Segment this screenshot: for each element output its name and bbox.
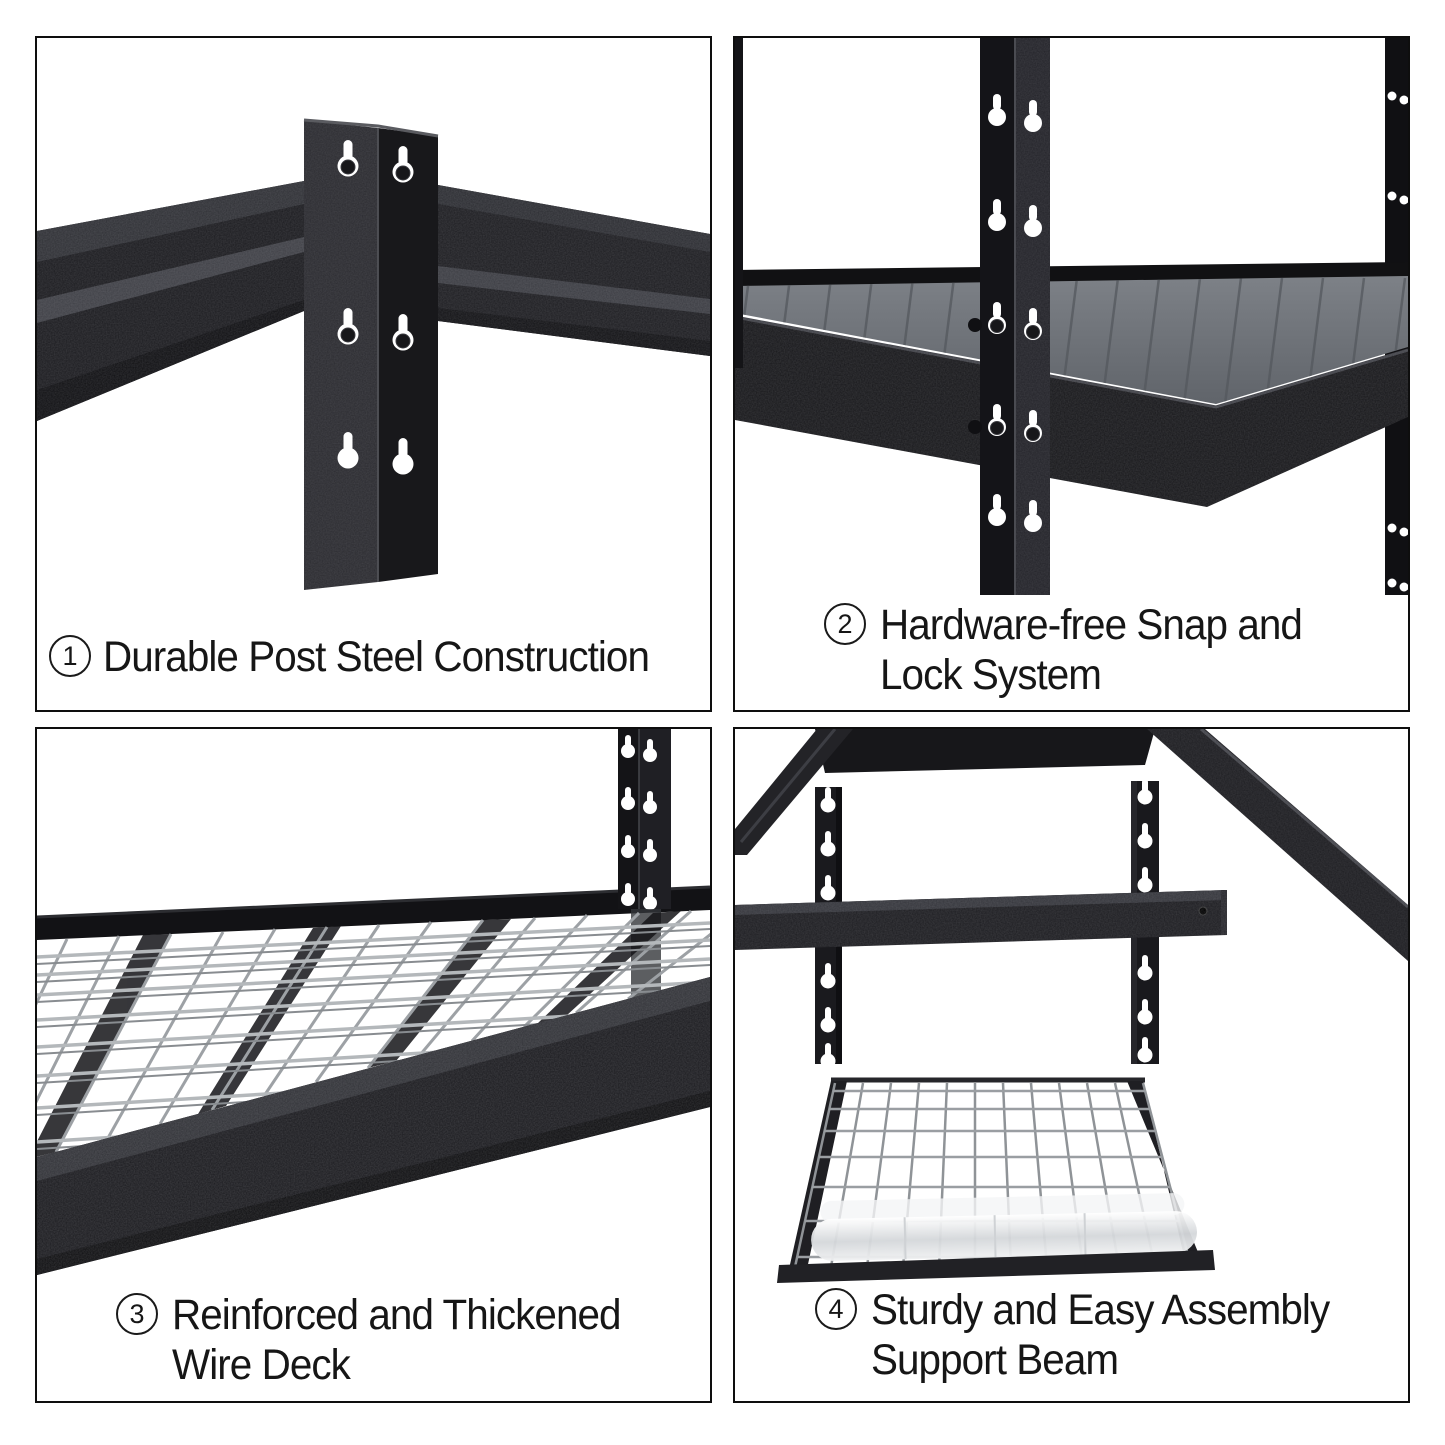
circled-number-1: 1 xyxy=(49,635,91,677)
feature-panel-support-beam: 4 Sturdy and Easy Assembly Support Beam xyxy=(733,727,1410,1403)
support-beam-photo xyxy=(735,729,1408,1283)
keyhole-slot-pair-middle xyxy=(337,308,414,351)
left-shelf-beam xyxy=(37,181,304,421)
front-beam xyxy=(37,977,710,1275)
steel-post-corner-photo xyxy=(37,118,710,590)
bolt-head xyxy=(968,318,982,332)
support-beam-illustration xyxy=(735,890,1227,950)
right-shelf-beam xyxy=(438,185,710,356)
keyhole-slot-pair-top xyxy=(337,140,414,183)
circled-number-4: 4 xyxy=(815,1288,857,1330)
feature-caption-4: 4 Sturdy and Easy Assembly Support Beam xyxy=(735,1285,1408,1385)
steel-post-illustration xyxy=(303,118,439,590)
left-edge-post xyxy=(735,38,743,368)
back-beam xyxy=(37,885,710,940)
foreground-post xyxy=(968,38,1050,595)
caption-line-1: Durable Post Steel Construction xyxy=(103,633,650,681)
upper-shelf-underside xyxy=(815,729,1155,773)
feature-caption-3: 3 Reinforced and Thickened Wire Deck xyxy=(37,1290,710,1390)
metallic-highlight xyxy=(811,1193,1198,1261)
caption-line-2: Lock System xyxy=(880,651,1102,699)
caption-line-1: Sturdy and Easy Assembly xyxy=(871,1286,1330,1334)
feature-panel-snap-lock: 2 Hardware-free Snap and Lock System xyxy=(733,36,1410,712)
lower-wire-deck xyxy=(777,1077,1215,1283)
feature-caption-1: 1 Durable Post Steel Construction xyxy=(37,632,710,682)
caption-line-2: Support Beam xyxy=(871,1336,1119,1384)
feature-caption-2: 2 Hardware-free Snap and Lock System xyxy=(735,600,1408,700)
left-diagonal-beam xyxy=(735,729,853,855)
caption-line-2: Wire Deck xyxy=(172,1341,351,1389)
feature-panel-wire-deck: 3 Reinforced and Thickened Wire Deck xyxy=(35,727,712,1403)
caption-line-1: Hardware-free Snap and xyxy=(880,601,1303,649)
keyhole-slots xyxy=(988,94,1042,532)
caption-line-1: Reinforced and Thickened xyxy=(172,1291,622,1339)
wire-deck-photo xyxy=(37,729,710,1275)
keyhole-slots xyxy=(621,735,657,910)
feature-panel-durable-post: 1 Durable Post Steel Construction xyxy=(35,36,712,712)
circled-number-3: 3 xyxy=(116,1293,158,1335)
right-diagonal-beam xyxy=(1147,729,1408,961)
snap-lock-shelf-photo xyxy=(735,38,1408,595)
circled-number-2: 2 xyxy=(824,603,866,645)
keyhole-slot-pair-bottom xyxy=(337,432,414,475)
bolt-head xyxy=(968,420,982,434)
shelf-front-rim xyxy=(735,315,1408,507)
